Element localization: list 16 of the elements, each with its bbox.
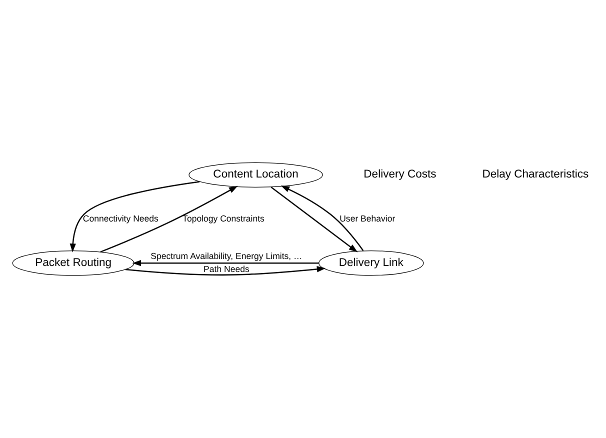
edge-label: Topology Constraints — [182, 213, 264, 224]
node-ellipse: Delivery Link — [318, 250, 424, 276]
arrow — [270, 186, 358, 252]
edge-label: Connectivity Needs — [82, 213, 158, 224]
arrow — [132, 260, 319, 266]
arrow — [280, 186, 364, 251]
edge-label: Path Needs — [204, 264, 250, 274]
label: Delivery Costs — [364, 168, 436, 181]
node-ellipse: Packet Routing — [12, 250, 134, 276]
label: Delay Characteristics — [482, 168, 589, 181]
node-ellipse: Content Location — [188, 162, 323, 188]
arrow — [100, 186, 238, 253]
edge-label: Spectrum Availability, Energy Limits, … — [150, 250, 302, 261]
arrow — [70, 181, 200, 252]
arrow — [125, 266, 326, 276]
edge-label: User Behavior — [340, 213, 396, 224]
